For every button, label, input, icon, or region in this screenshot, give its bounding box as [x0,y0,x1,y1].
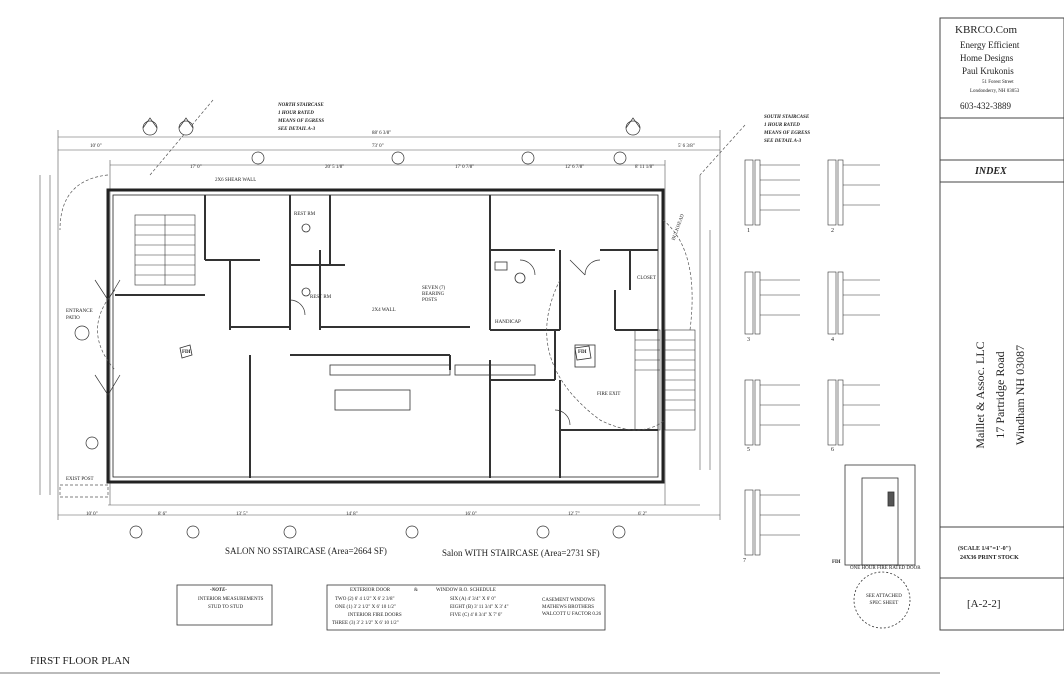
dim-bottom-7: 6' 2" [638,512,648,517]
fire-door-caption: ONE HOUR FIRE RATED DOOR [850,566,921,571]
detail-number-4: 4 [831,337,834,343]
dim-inner-2: 20' 5 1/8" [325,165,345,170]
fire-door-elevation [844,464,916,629]
detail-number-1: 1 [747,228,750,234]
interior-walls [115,195,658,478]
fdi-label-north: FDI [182,350,191,355]
ext-door-row-2: ONE (1) 3' 2 1/2" X 6' 10 1/2" [335,605,396,610]
dim-top-3: 5' 6 3/8" [678,144,695,149]
exterior-walls [106,188,665,484]
rest-room-1-label: REST RM [294,212,316,217]
dim-top-2: 73' 0" [372,144,384,149]
detail-number-2: 2 [831,228,834,234]
ext-door-row-1: TWO (2) 6' 4 1/2" X 6' 2 3/8" [335,597,395,602]
exist-post-label: EXIST POST [66,477,94,482]
dim-bottom-5: 16' 0" [465,512,477,517]
schedule-ampersand: & [414,588,418,593]
fdi-label-south: FDI [578,350,587,355]
exterior-door-heading: EXTERIOR DOOR [350,588,391,593]
section-markers [74,117,641,341]
designer-name: Paul Krukonis [962,66,1014,76]
dim-bottom-6: 12' 7" [568,512,580,517]
dashed-outlines [59,99,746,498]
handicap-label: HANDICAP [495,320,521,325]
sheet-number: [A-2-2] [967,598,1001,610]
dim-inner-5: 8' 11 1/8" [635,165,655,170]
tagline-1: Energy Efficient [960,40,1020,50]
interior-fire-doors-heading: INTERIOR FIRE DOORS [348,613,402,618]
scale-label: (SCALE 1/4"=1'-0") [958,546,1011,552]
dim-bottom-4: 14' 8" [346,512,358,517]
note-heading: -NOTE- [210,588,227,593]
closet-label: CLOSET [637,276,656,281]
window-schedule-heading: WINDOW R.O. SCHEDULE [436,588,496,593]
client-city: Windham NH 03087 [1013,344,1027,446]
wall-section-details [744,159,880,556]
company-name: KBRCO.Com [955,24,1018,36]
overall-dimension: 88' 6 3/8" [372,131,392,136]
rest-room-2-label: REST RM [310,295,332,300]
client-name: Maillet & Assoc. LLC [973,341,987,449]
wall-2x4-label: 2X4 WALL [372,308,396,313]
detail-number-7: 7 [743,558,746,564]
fixtures [301,223,596,411]
detail-number-5: 5 [747,447,750,453]
designer-city: Londonderry, NH 03053 [970,89,1020,94]
note-line-1: INTERIOR MEASUREMENTS [198,597,264,602]
window-row-2: EIGHT (B) 3' 11 3/4" X 3' 4" [450,605,509,610]
print-stock-label: 24X36 PRINT STOCK [960,555,1019,561]
title-block-frame [939,17,1064,631]
grid-markers-bottom [85,151,627,539]
window-row-3: FIVE (C) 4' 8 3/4" X 7' 6" [450,613,503,618]
index-label: INDEX [975,166,1007,177]
window-row-1: SIX (A) 4' 3/4" X 6' 0" [450,597,496,602]
dim-inner-3: 17' 0 7/8" [455,165,475,170]
shear-wall-label: 2X6 SHEAR WALL [215,178,257,183]
int-door-row-1: THREE (3) 3' 2 1/2" X 6' 10 1/2" [332,621,399,626]
note-line-2: STUD TO STUD [208,605,244,610]
door-swings [94,259,601,460]
dim-bottom-1: 10' 0" [86,512,98,517]
tagline-2: Home Designs [960,53,1014,63]
designer-street: 51 Forest Street [982,80,1014,85]
dimension-lines-top [39,130,721,520]
dim-inner-1: 17' 0" [190,165,202,170]
dim-inner-4: 12' 6 7/8" [565,165,585,170]
designer-phone: 603-432-3889 [960,101,1011,111]
detail-fdi-tag: FDI [832,560,841,565]
south-staircase [634,329,696,431]
area-no-staircase: SALON NO SSTAIRCASE (Area=2664 SF) [225,546,387,556]
detail-number-3: 3 [747,337,750,343]
area-with-staircase: Salon WITH STAIRCASE (Area=2731 SF) [442,548,600,558]
fdi-markers [179,344,592,361]
detail-number-6: 6 [831,447,834,453]
plan-title: FIRST FLOOR PLAN [30,655,131,667]
fire-exit-label: FIRE EXIT [597,392,621,397]
north-staircase [134,214,196,286]
dim-bottom-2: 8' 6" [158,512,168,517]
client-street: 17 Partridge Road [993,351,1007,439]
dim-top-1: 10' 0" [90,144,102,149]
dim-bottom-3: 13' 5" [236,512,248,517]
